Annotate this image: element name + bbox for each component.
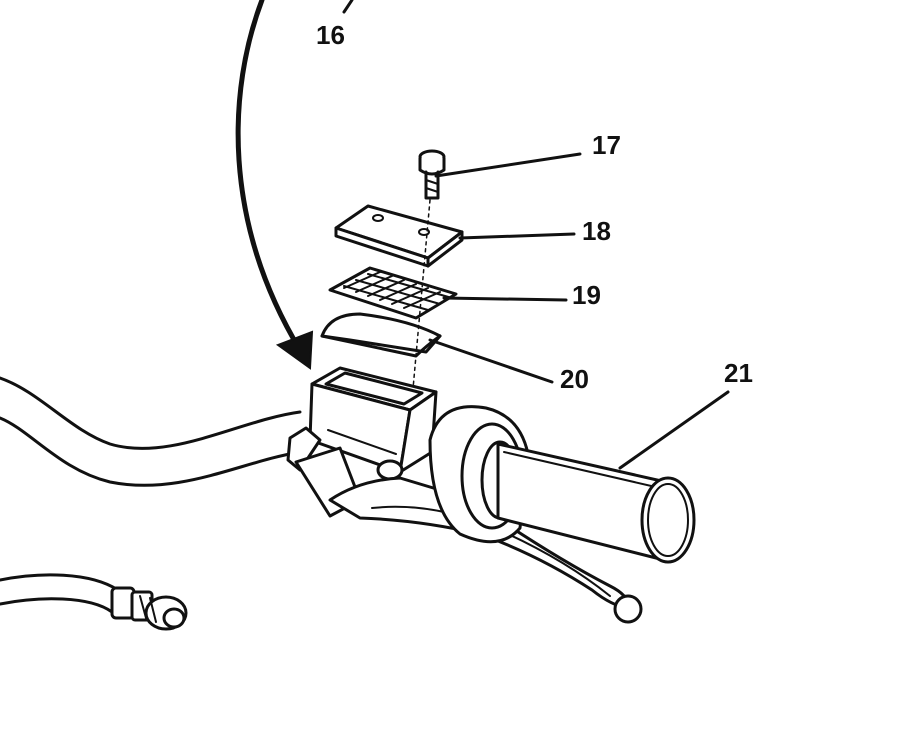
rubber-diaphragm (320, 312, 442, 358)
master-cylinder (286, 366, 438, 518)
leader-19 (442, 296, 568, 302)
leader-17 (434, 152, 582, 178)
handlebar (0, 376, 302, 487)
assembly-arrow (235, 0, 314, 370)
screw (418, 149, 446, 200)
callout-20: 20 (560, 364, 589, 394)
callout-21: 21 (724, 358, 753, 388)
callout-19: 19 (572, 280, 601, 310)
brake-hose (0, 573, 188, 631)
callout-16: 16 (316, 20, 345, 50)
leader-lines (342, 0, 730, 470)
handlebar-grip (428, 405, 696, 564)
banjo-fitting (110, 586, 188, 631)
reservoir-cover (334, 204, 464, 268)
callout-17: 17 (592, 130, 621, 160)
leader-21 (618, 390, 730, 470)
diaphragm-plate (328, 266, 458, 320)
leader-16 (342, 0, 354, 14)
callout-18: 18 (582, 216, 611, 246)
leader-20 (428, 338, 554, 384)
callout-labels: 16 17 18 19 20 21 (316, 20, 753, 394)
leader-18 (458, 232, 576, 240)
